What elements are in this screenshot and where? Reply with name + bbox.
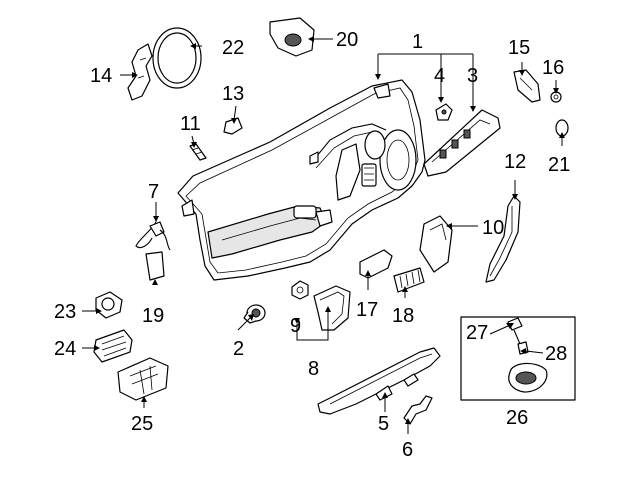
part-3-switch-bezel (423, 109, 501, 177)
callout-8: 8 (308, 358, 319, 380)
callout-9: 9 (290, 315, 301, 337)
callout-21: 21 (548, 154, 570, 176)
part-15-cover (513, 69, 541, 103)
callout-14: 14 (90, 65, 112, 87)
part-19-pad (145, 251, 165, 281)
callout-12: 12 (504, 151, 526, 173)
callout-7: 7 (148, 181, 159, 203)
callout-17: 17 (356, 299, 378, 321)
part-25-housing (117, 357, 169, 401)
callout-27: 27 (466, 322, 488, 344)
part-4-clip (435, 103, 453, 121)
part-6-bracket (403, 395, 433, 425)
callout-26: 26 (506, 407, 528, 429)
callout-2: 2 (233, 338, 244, 360)
callout-5: 5 (378, 413, 389, 435)
callout-13: 13 (222, 83, 244, 105)
callout-11: 11 (180, 113, 201, 135)
part-18-grille (393, 267, 425, 293)
part-10-lower-trim (419, 215, 453, 273)
part-14-bracket (127, 43, 153, 101)
arrowheads (94, 36, 565, 424)
part-5-armrest (317, 347, 441, 415)
part-12-weatherstrip (485, 195, 521, 283)
callout-10: 10 (482, 217, 504, 239)
callout-15: 15 (508, 37, 530, 59)
callout-22: 22 (222, 37, 244, 59)
callout-16: 16 (542, 57, 564, 79)
part-22-seal-ring (152, 27, 202, 89)
callout-23: 23 (54, 301, 76, 323)
callout-19: 19 (142, 305, 164, 327)
callout-18: 18 (392, 305, 414, 327)
callout-24: 24 (54, 338, 76, 360)
callout-labels: 1 2 3 4 5 6 7 8 9 10 11 12 13 14 15 16 1… (54, 29, 570, 461)
part-11-screw (189, 143, 207, 161)
part-26-detail-box (460, 316, 576, 401)
part-24-vent (93, 329, 133, 363)
callout-25: 25 (131, 413, 153, 435)
callout-1: 1 (412, 31, 423, 53)
door-trim-panel (177, 79, 426, 281)
leader-lines (82, 38, 563, 434)
callout-3: 3 (467, 65, 478, 87)
part-20-speaker-cover (269, 17, 315, 57)
part-7-cable (135, 221, 171, 251)
callout-4: 4 (434, 65, 445, 87)
callout-6: 6 (402, 439, 413, 461)
part-23-switch (95, 291, 123, 319)
part-9-nut (291, 280, 309, 300)
callout-28: 28 (545, 343, 567, 365)
callout-20: 20 (336, 29, 358, 51)
part-17-insert (359, 249, 393, 279)
part-8-handle-cover (313, 285, 351, 331)
